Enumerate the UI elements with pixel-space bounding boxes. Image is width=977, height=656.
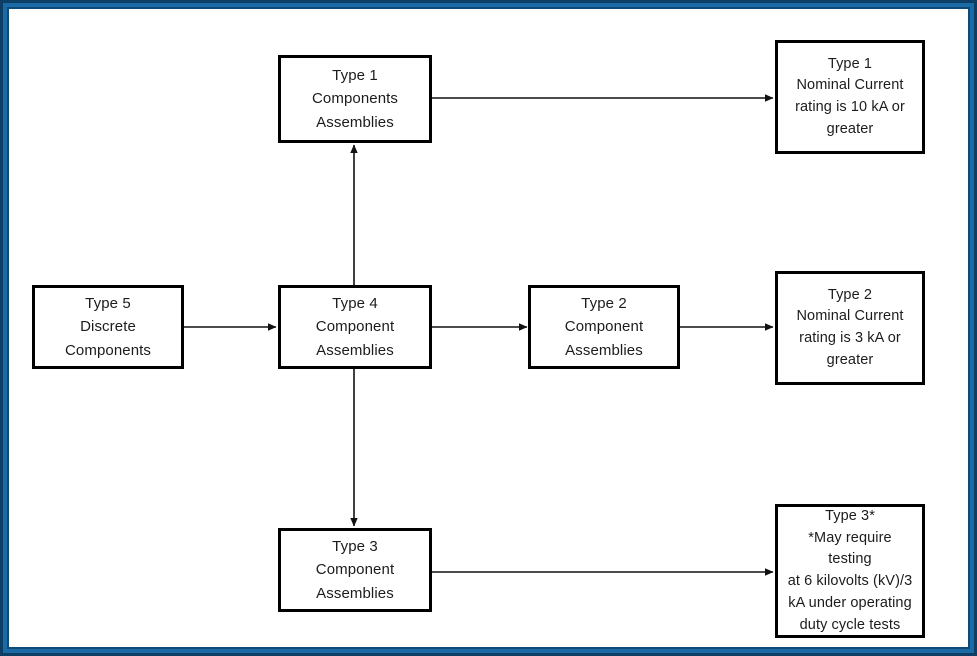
node-line: rating is 3 kA or [799,330,901,346]
node-line: Component [564,318,644,336]
node-line: Type 5 [85,295,131,313]
node-line: Components [64,341,152,359]
node-line: at 6 kilovolts (kV)/3 [787,573,913,589]
node-line: Assemblies [565,341,643,359]
node-type-2-rating-description[interactable]: Type 2 Nominal Current rating is 3 kA or… [775,271,925,385]
node-line: Assemblies [316,113,394,131]
node-type-5-discrete-components[interactable]: Type 5 Discrete Components [32,285,184,369]
node-line: kA under operating [788,594,912,611]
node-line: duty cycle tests [799,616,901,633]
node-line: Type 3 [332,538,378,556]
node-line: Type 2 [827,286,873,303]
node-line: Nominal Current [796,77,904,94]
node-type-2-component-assemblies[interactable]: Type 2 Component Assemblies [528,285,680,369]
node-line: Type 3* [825,507,875,524]
node-line: Assemblies [316,584,394,602]
node-type-1-rating-description[interactable]: Type 1 Nominal Current rating is 10 kA o… [775,40,925,154]
node-line: Assemblies [316,341,394,359]
node-line: Nominal Current [796,308,904,325]
node-line: greater [826,351,874,368]
node-line: Type 1 [827,55,873,72]
node-line: Discrete [80,318,136,336]
node-line: Type 4 [332,295,378,313]
node-line: greater [826,120,874,137]
node-line: rating is 10 kA or [795,99,905,115]
node-line: Component [315,318,395,336]
node-line: *May require testing [808,529,892,568]
node-type-3-component-assemblies[interactable]: Type 3 Component Assemblies [278,528,432,612]
node-type-3-rating-description[interactable]: Type 3* *May require testing at 6 kilovo… [775,504,925,638]
node-line: Type 2 [581,295,627,313]
node-line: Type 1 [332,67,378,85]
node-type-4-component-assemblies[interactable]: Type 4 Component Assemblies [278,285,432,369]
node-line: Component [315,561,395,579]
node-line: Components [311,90,399,108]
node-type-1-components-assemblies[interactable]: Type 1 Components Assemblies [278,55,432,143]
